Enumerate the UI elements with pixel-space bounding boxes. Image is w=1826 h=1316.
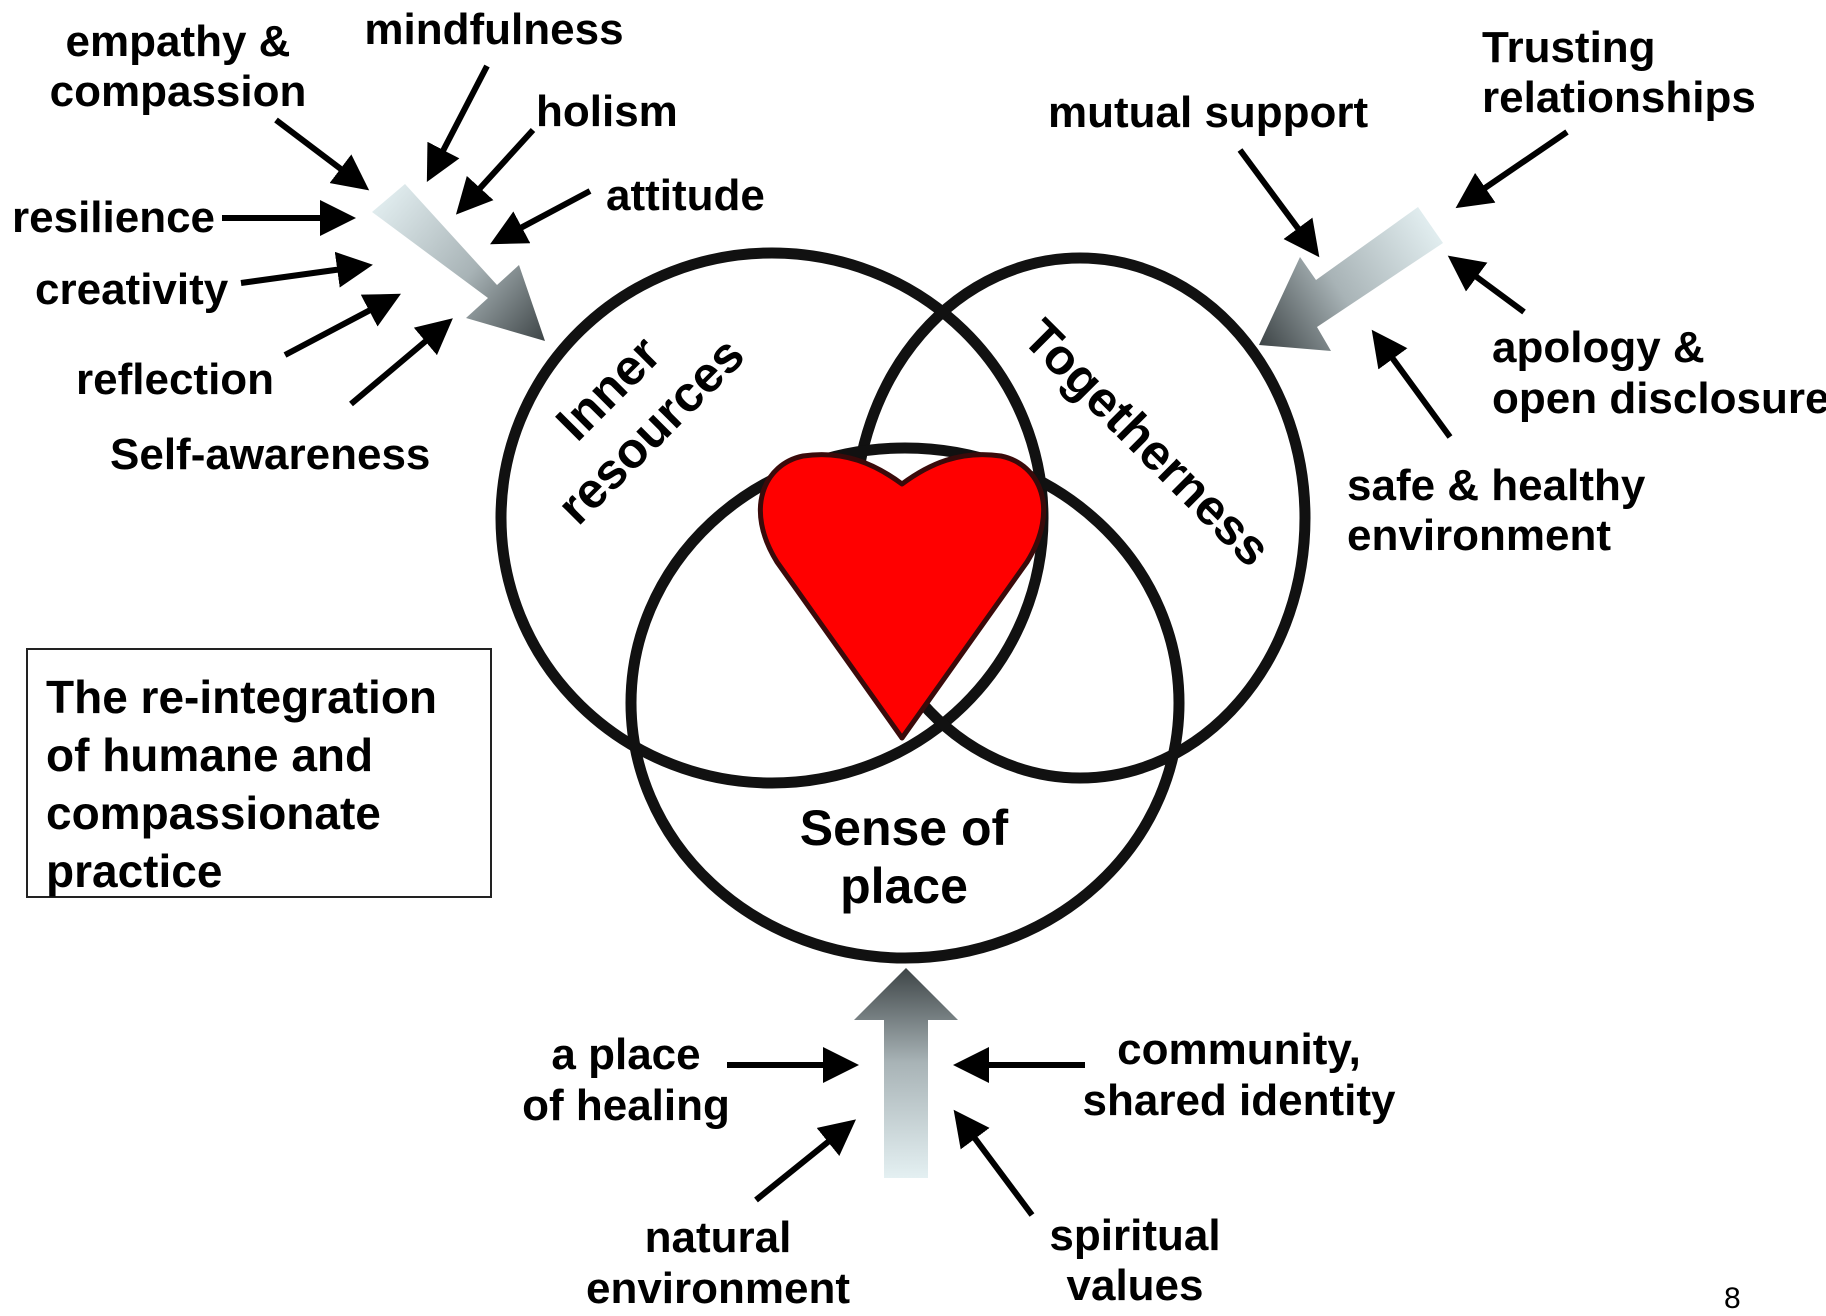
empathy-arrow <box>274 117 370 191</box>
apology-label-line1: apology & <box>1492 323 1705 372</box>
self-awareness-arrow <box>349 318 453 407</box>
sense-of-place-circle <box>625 442 1185 964</box>
natural-label-line2: environment <box>586 1264 850 1312</box>
caption-line-3: compassionate <box>46 787 381 839</box>
mutual-support-label: mutual support <box>1048 88 1369 137</box>
creativity-arrow <box>240 251 373 288</box>
reflection-label: reflection <box>76 355 274 404</box>
healing-label-line2: of healing <box>522 1081 730 1130</box>
caption-line-4: practice <box>46 845 223 897</box>
spiritual-label-line2: values <box>1067 1261 1204 1310</box>
trusting-label-line1: Trusting <box>1482 23 1656 72</box>
natural-label-line1: natural <box>645 1213 792 1262</box>
page-number: 8 <box>1724 1282 1741 1315</box>
caption-line-1: The re-integration <box>46 671 438 723</box>
creativity-label: creativity <box>35 265 229 314</box>
safe-label-line1: safe & healthy <box>1347 461 1646 510</box>
caption-line-2: of humane and <box>46 729 374 781</box>
reflection-arrow <box>283 293 401 358</box>
togetherness-big-arrow <box>1259 207 1443 351</box>
mindfulness-label: mindfulness <box>364 5 623 54</box>
community-label-line1: community, <box>1117 1025 1361 1074</box>
trusting-label-line2: relationships <box>1482 73 1756 122</box>
empathy-label-line1: empathy & <box>66 17 291 66</box>
caption-box: The re-integration of humane and compass… <box>26 648 492 898</box>
attitude-label: attitude <box>606 171 765 220</box>
sense-of-place-title-line2: place <box>840 858 968 914</box>
inner-resources-big-arrow <box>372 184 545 341</box>
apology-label-line2: open disclosure <box>1492 374 1826 423</box>
togetherness-title: Togetherness <box>1013 308 1282 577</box>
healing-label-line1: a place <box>551 1030 700 1079</box>
community-label-line2: shared identity <box>1083 1076 1396 1125</box>
mutual-support-arrow <box>1237 148 1320 258</box>
holism-label: holism <box>536 87 678 136</box>
mindfulness-arrow <box>426 64 490 182</box>
attitude-arrow <box>490 188 592 245</box>
sense-of-place-title-line1: Sense of <box>800 800 1009 856</box>
sense-of-place-big-arrow <box>854 968 958 1178</box>
heart-icon <box>758 452 1046 741</box>
holism-arrow <box>455 127 536 215</box>
natural-arrow <box>754 1119 857 1203</box>
spiritual-label-line1: spiritual <box>1049 1211 1220 1260</box>
resilience-label: resilience <box>12 193 215 242</box>
spiritual-arrow <box>953 1109 1035 1217</box>
trusting-arrow <box>1455 129 1569 209</box>
apology-arrow <box>1447 255 1526 315</box>
safe-label-line2: environment <box>1347 511 1611 560</box>
safe-arrow <box>1371 329 1453 439</box>
self-awareness-label: Self-awareness <box>110 430 430 479</box>
empathy-label-line2: compassion <box>50 67 307 116</box>
